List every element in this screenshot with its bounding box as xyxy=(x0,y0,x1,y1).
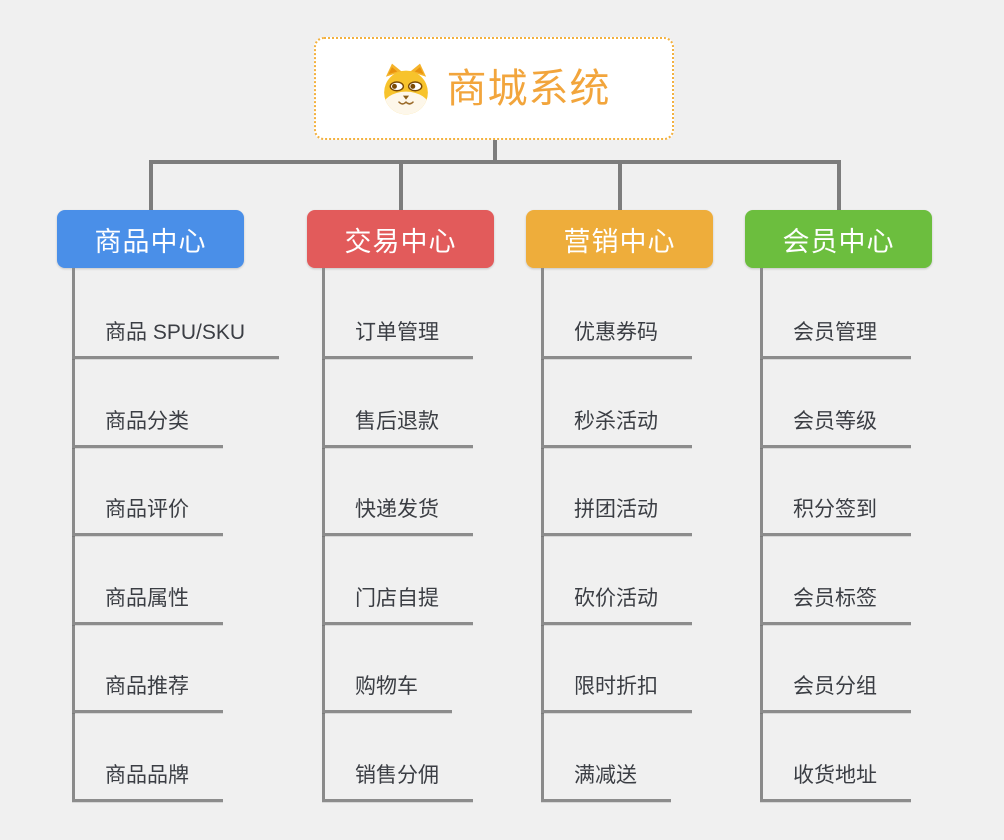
branch-drop-line xyxy=(617,160,622,210)
leaf-node[interactable]: 收货地址 xyxy=(760,762,911,802)
leaf-node[interactable]: 秒杀活动 xyxy=(541,408,692,448)
dog-face-icon xyxy=(383,63,428,114)
leaf-node[interactable]: 商品品牌 xyxy=(72,762,223,802)
branch-drop-line xyxy=(398,160,403,210)
leaf-node[interactable]: 会员管理 xyxy=(760,319,911,359)
leaf-node[interactable]: 砍价活动 xyxy=(541,585,692,625)
leaf-node[interactable]: 会员等级 xyxy=(760,408,911,448)
leaf-node[interactable]: 会员标签 xyxy=(760,585,911,625)
leaf-node[interactable]: 门店自提 xyxy=(322,585,473,625)
leaf-node[interactable]: 商品分类 xyxy=(72,408,223,448)
root-node[interactable]: 商城系统 xyxy=(314,37,674,140)
leaf-node[interactable]: 满减送 xyxy=(541,762,671,802)
leaf-node[interactable]: 商品推荐 xyxy=(72,673,223,713)
leaf-node[interactable]: 快递发货 xyxy=(322,496,473,536)
branch-drop-line xyxy=(148,160,153,210)
leaf-node[interactable]: 售后退款 xyxy=(322,408,473,448)
leaf-node[interactable]: 商品属性 xyxy=(72,585,223,625)
branch-node-label: 商品中心 xyxy=(94,226,207,257)
leaf-node[interactable]: 订单管理 xyxy=(322,319,473,359)
leaf-node[interactable]: 商品 SPU/SKU xyxy=(72,319,280,359)
branch-node-label: 会员中心 xyxy=(782,226,895,257)
root-stem-line xyxy=(493,140,497,164)
leaf-node[interactable]: 购物车 xyxy=(322,673,452,713)
leaf-node[interactable]: 优惠券码 xyxy=(541,319,692,359)
leaf-node[interactable]: 限时折扣 xyxy=(541,673,692,713)
leaf-node[interactable]: 拼团活动 xyxy=(541,496,692,536)
branch-rail-line xyxy=(148,160,841,164)
branch-node-label: 交易中心 xyxy=(344,226,457,257)
leaf-node[interactable]: 商品评价 xyxy=(72,496,223,536)
branch-node-2[interactable]: 交易中心 xyxy=(307,210,494,268)
branch-drop-line xyxy=(836,160,841,210)
leaf-node[interactable]: 会员分组 xyxy=(760,673,911,713)
branch-node-4[interactable]: 会员中心 xyxy=(745,210,932,268)
branch-node-label: 营销中心 xyxy=(563,226,676,257)
branch-node-3[interactable]: 营销中心 xyxy=(526,210,713,268)
branch-node-1[interactable]: 商品中心 xyxy=(57,210,244,268)
root-node-label: 商城系统 xyxy=(446,66,611,111)
leaf-node[interactable]: 销售分佣 xyxy=(322,762,473,802)
leaf-node[interactable]: 积分签到 xyxy=(760,496,911,536)
